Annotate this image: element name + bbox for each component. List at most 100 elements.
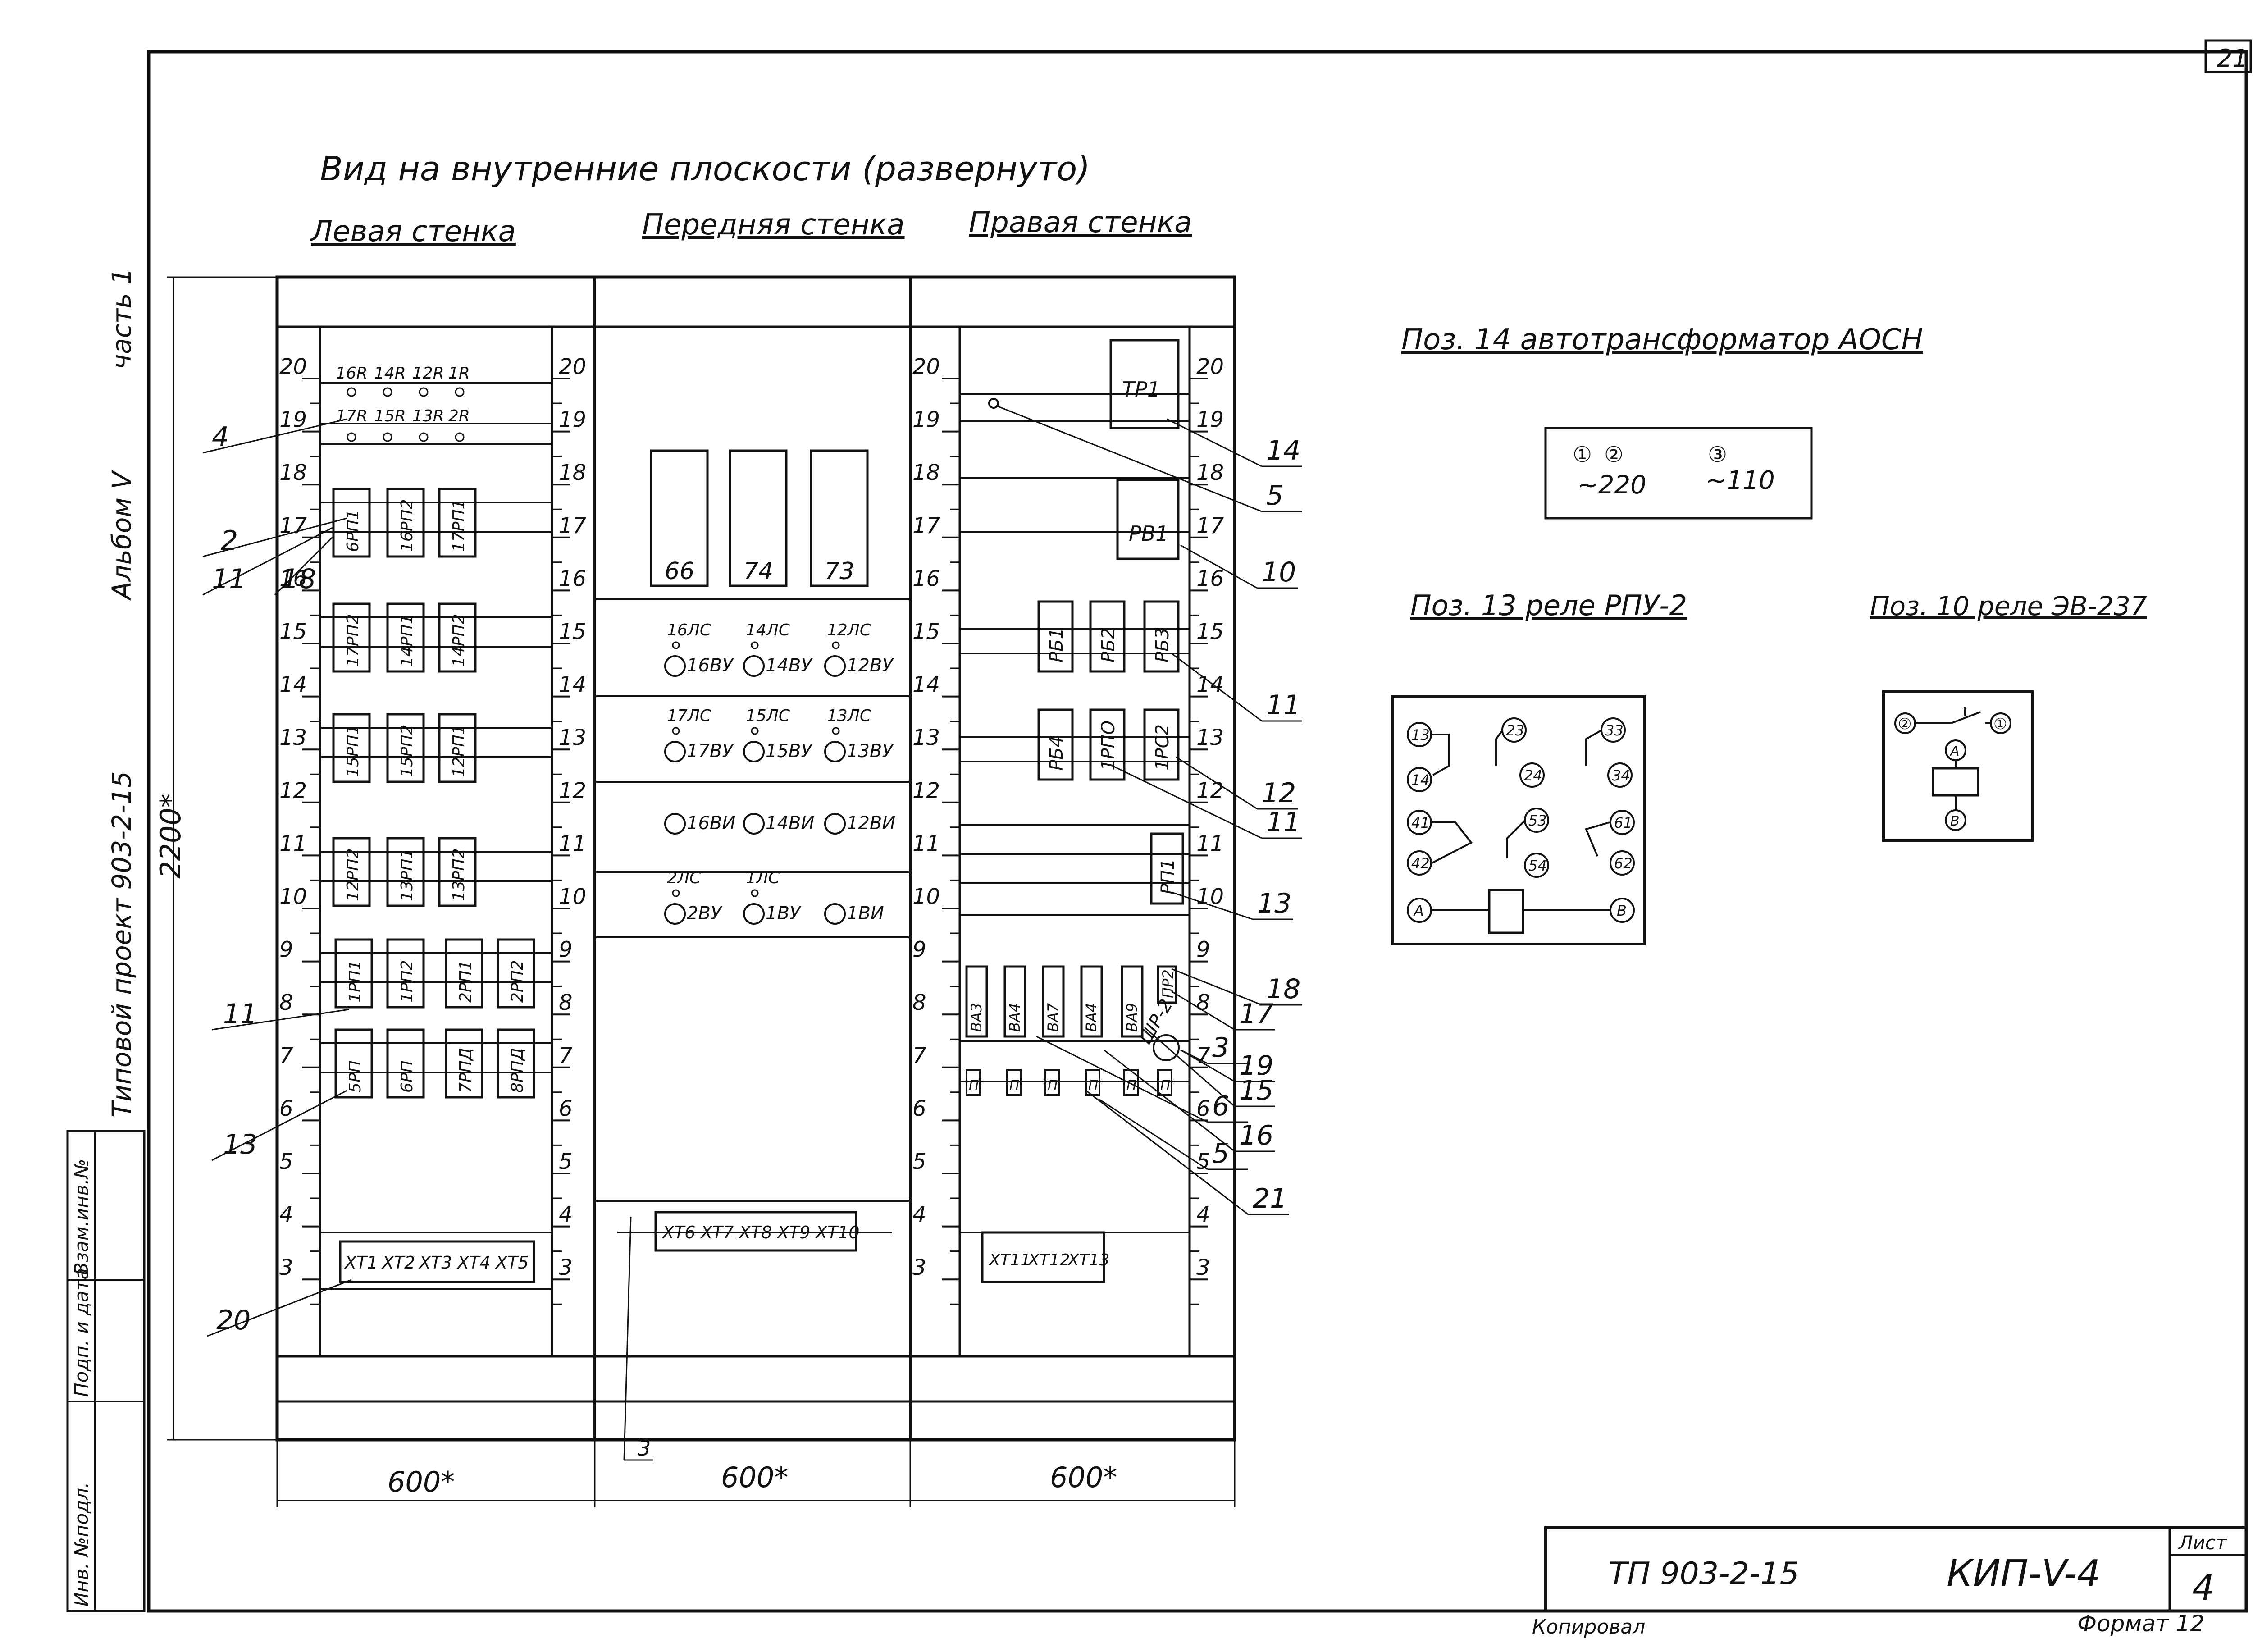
button-circle bbox=[664, 655, 686, 677]
fuse-label: П bbox=[969, 1077, 979, 1093]
drawing-title: Вид на внутренние плоскости (развернуто) bbox=[320, 150, 1090, 188]
callout-leader bbox=[202, 517, 347, 557]
rpu-contact-label: 42 bbox=[1411, 855, 1430, 872]
device-label: ТР1 bbox=[1122, 377, 1160, 402]
callout-leader bbox=[1167, 418, 1262, 467]
left-terminal-strip bbox=[339, 1240, 535, 1283]
title-project: ТП 903-2-15 bbox=[1609, 1556, 1799, 1592]
scale-label: 13 bbox=[1196, 725, 1224, 750]
scale-label: 18 bbox=[559, 460, 586, 485]
width-dimension: 600* bbox=[1050, 1461, 1117, 1494]
sheet-corner-number: 21 bbox=[2217, 44, 2248, 73]
scale-label: 11 bbox=[279, 831, 307, 856]
button-label: 1ВУ bbox=[766, 903, 802, 924]
terminal-label: XT2 bbox=[381, 1253, 415, 1273]
width-dimension: 600* bbox=[388, 1465, 455, 1498]
button-circle bbox=[743, 655, 765, 677]
copied-label: Копировал bbox=[1532, 1615, 1645, 1638]
rpu-contact-label: 23 bbox=[1506, 722, 1524, 739]
relay-box bbox=[332, 602, 371, 673]
callout-label: 18 bbox=[282, 563, 316, 595]
button-label: 1ВИ bbox=[847, 903, 884, 924]
callout-label: 13 bbox=[223, 1129, 257, 1160]
resistor-label: 12R bbox=[412, 364, 444, 383]
callout-leader bbox=[1113, 765, 1262, 839]
scale-label: 19 bbox=[912, 407, 940, 433]
terminal-label: XT12 bbox=[1027, 1251, 1070, 1269]
scale-label: 8 bbox=[912, 990, 926, 1015]
device-label: РБ1 bbox=[1046, 628, 1067, 662]
scale-label: 20 bbox=[912, 354, 940, 379]
relay-box bbox=[332, 713, 371, 783]
callout-label: 11 bbox=[1266, 807, 1300, 838]
scale-label: 16 bbox=[1196, 566, 1224, 591]
breaker-box bbox=[1003, 965, 1026, 1038]
right-devices bbox=[988, 339, 1184, 905]
lamp-label: 14ЛС bbox=[746, 621, 790, 639]
lamp-dot bbox=[672, 727, 680, 735]
rpu-contacts bbox=[1407, 717, 1635, 934]
scale-label: 18 bbox=[279, 460, 307, 485]
relay-label: 5РП bbox=[346, 1060, 365, 1093]
callout-label: 5 bbox=[1266, 480, 1283, 511]
relay-box bbox=[334, 1028, 373, 1099]
scale-label: 14 bbox=[559, 672, 586, 698]
callout-label: 19 bbox=[1239, 1050, 1273, 1082]
ev-contacts bbox=[1894, 707, 2011, 831]
width-dimension: 600* bbox=[721, 1461, 788, 1494]
device-label: РП1 bbox=[1158, 858, 1178, 894]
relay-label: 17РП2 bbox=[344, 614, 362, 667]
callout-leader bbox=[202, 418, 347, 454]
scale-label: 19 bbox=[1196, 407, 1224, 433]
relay-label: 1РП1 bbox=[346, 960, 365, 1003]
resistor-pins bbox=[347, 387, 465, 442]
callout-leader bbox=[1171, 653, 1262, 722]
callout-label: 18 bbox=[1266, 973, 1300, 1005]
device-label: РБ3 bbox=[1152, 628, 1173, 662]
scale-label: 12 bbox=[1196, 778, 1224, 803]
callout-leader bbox=[995, 405, 1262, 512]
scale-label: 3 bbox=[559, 1255, 573, 1280]
lamp-label: 1ЛС bbox=[746, 869, 780, 887]
scale-label: 17 bbox=[279, 513, 307, 538]
transformer-pin: ① bbox=[1573, 442, 1592, 467]
relay-label: 2РП1 bbox=[456, 960, 475, 1003]
scale-label: 9 bbox=[559, 937, 573, 963]
button-circle bbox=[824, 741, 846, 762]
button-circle bbox=[824, 655, 846, 677]
fuse-box bbox=[1006, 1069, 1022, 1096]
title-code: КИП-V-4 bbox=[1947, 1552, 2101, 1595]
transformer-box bbox=[1544, 427, 1813, 520]
rpu-contact-label: 34 bbox=[1612, 767, 1630, 784]
callout-leader bbox=[1176, 756, 1258, 810]
button-circle bbox=[743, 741, 765, 762]
scale-label: 13 bbox=[559, 725, 586, 750]
button-label: 17ВУ bbox=[687, 741, 734, 762]
callout-label: 10 bbox=[1262, 557, 1296, 588]
scale-label: 17 bbox=[912, 513, 940, 538]
scale-label: 3 bbox=[1196, 1255, 1210, 1280]
relay-box bbox=[445, 1028, 483, 1099]
scale-label: 17 bbox=[1196, 513, 1224, 538]
fuse-label: П bbox=[1160, 1077, 1171, 1093]
relay-label: 8РПД bbox=[508, 1048, 527, 1093]
relay-box bbox=[438, 488, 477, 558]
lamp-label: 16ЛС bbox=[667, 621, 711, 639]
callout-label: 3 bbox=[1212, 1032, 1229, 1063]
scale-label: 7 bbox=[912, 1043, 926, 1068]
lamp-dot bbox=[751, 641, 759, 649]
relay-label: 13РП2 bbox=[450, 849, 468, 902]
terminal-label: XT9 bbox=[776, 1223, 810, 1242]
rpu-contact-label: 24 bbox=[1524, 767, 1542, 784]
legend-ev-title: Поз. 10 реле ЭВ-237 bbox=[1870, 591, 2147, 621]
transformer-voltage: ~110 bbox=[1706, 466, 1775, 495]
rpu-contact-label: 14 bbox=[1411, 771, 1430, 789]
scale-label: 5 bbox=[1196, 1149, 1210, 1174]
scale-label: 12 bbox=[559, 778, 586, 803]
right-terminal-strip bbox=[981, 1231, 1105, 1283]
fuse-box bbox=[966, 1069, 981, 1096]
terminal-label: XT6 bbox=[661, 1223, 695, 1242]
